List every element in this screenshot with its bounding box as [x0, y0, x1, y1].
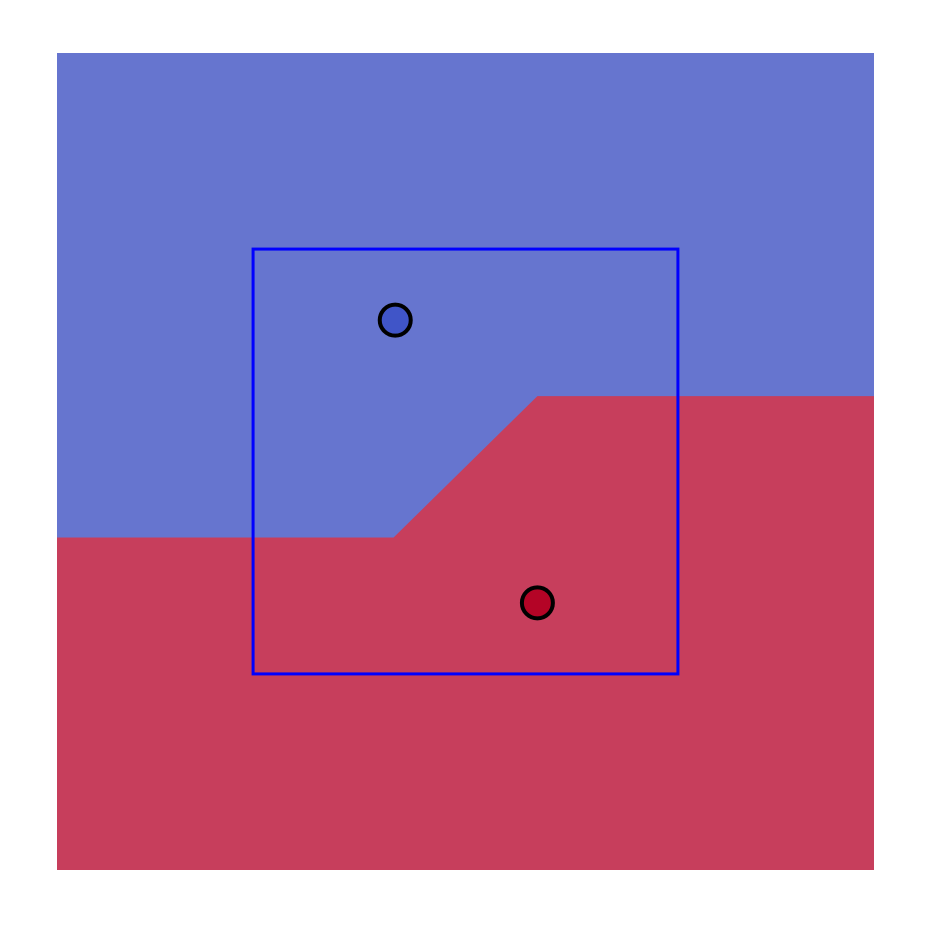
window-box [251, 247, 680, 676]
points-layer [377, 302, 555, 621]
class-b-point [519, 585, 555, 621]
class-a-region [57, 53, 874, 538]
class-a-point [377, 302, 413, 338]
